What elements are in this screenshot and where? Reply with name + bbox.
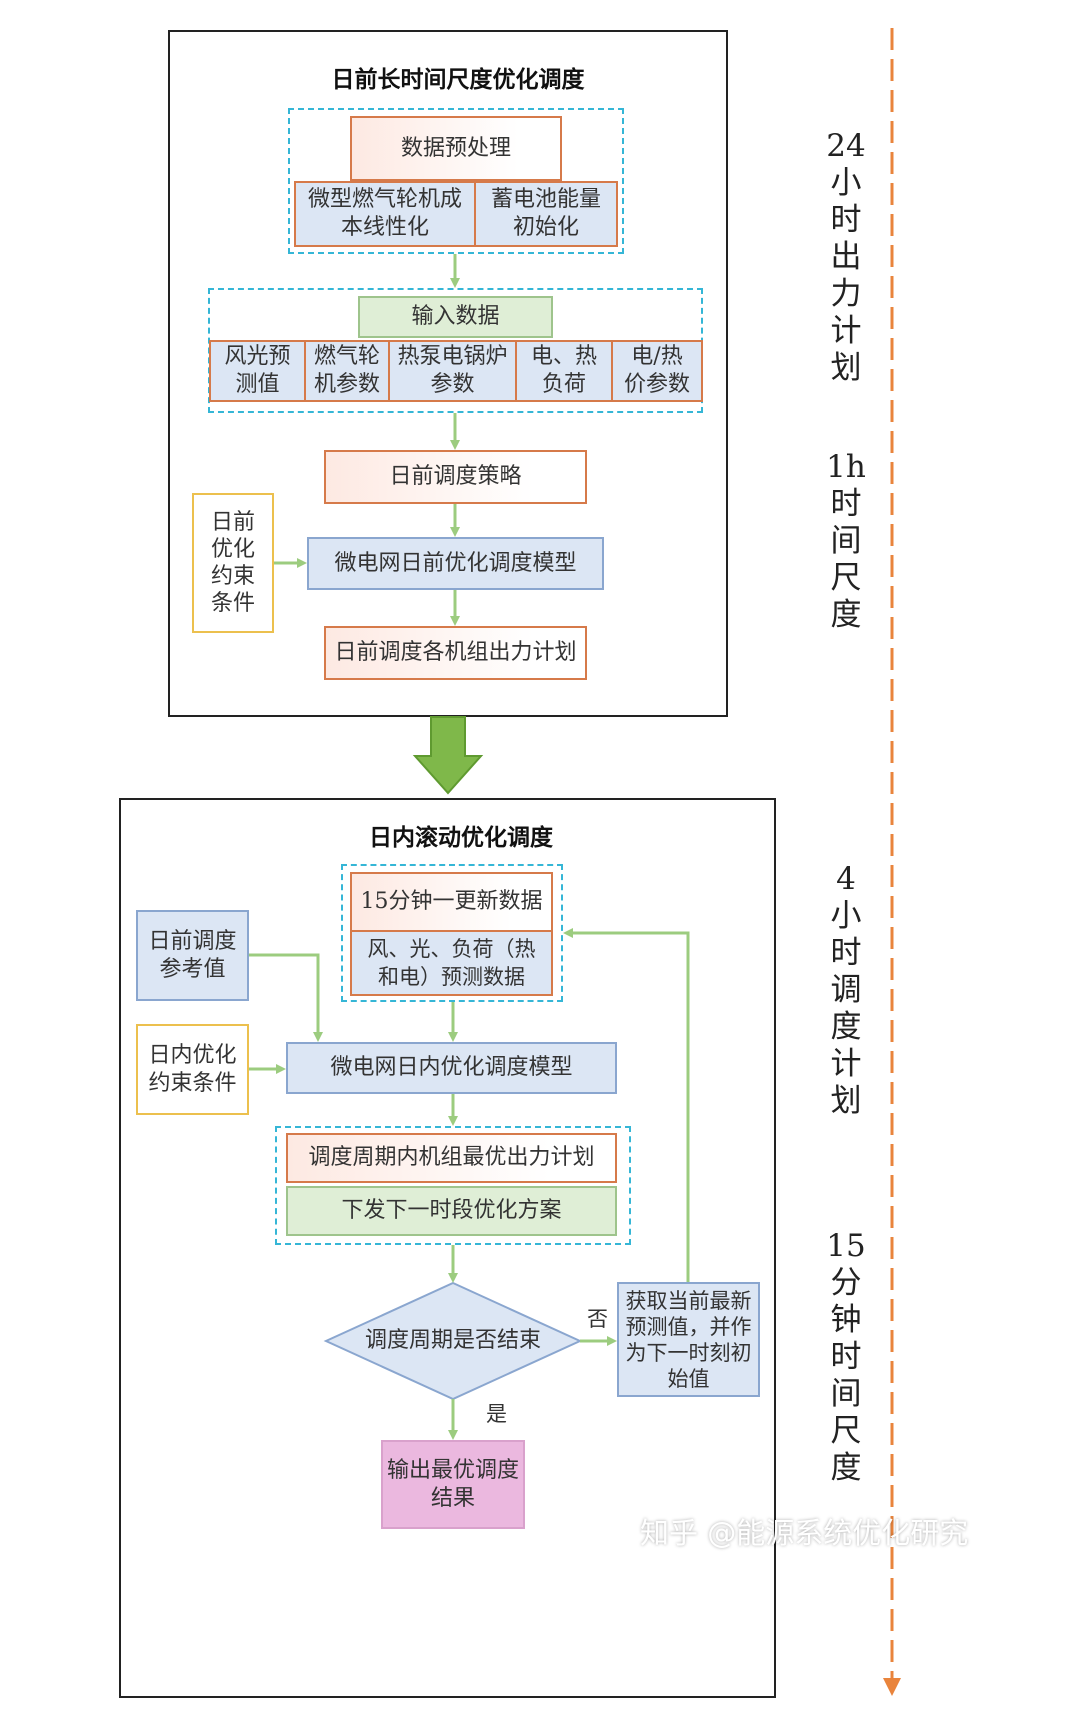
intraday-constraints-box: 日内优化 约束条件 <box>136 1024 249 1115</box>
input-heatpump-boiler-params: 热泵电锅炉 参数 <box>388 340 517 402</box>
no-label: 否 <box>587 1307 608 1331</box>
input-wind-solar-forecast: 风光预 测值 <box>209 340 306 402</box>
forecast-data-box: 风、光、负荷（热 和电）预测数据 <box>350 930 553 996</box>
get-latest-forecast-box: 获取当前最新 预测值，并作 为下一时刻初 始值 <box>617 1282 760 1397</box>
arrow-feedback-loop <box>563 928 690 1282</box>
watermark: 知乎 @能源系统优化研究 <box>640 1516 969 1550</box>
arrow-reference-to-model <box>249 953 323 1042</box>
big-down-arrow <box>412 716 484 795</box>
preprocess-group <box>288 108 624 254</box>
optimal-plan-box: 调度周期内机组最优出力计划 <box>286 1133 617 1183</box>
data-preprocessing-box: 数据预处理 <box>350 116 562 181</box>
day-ahead-strategy-box: 日前调度策略 <box>324 450 587 504</box>
timeline-label-4h-plan: 4 小 时 调 度 计 划 <box>830 861 862 1119</box>
decision-label: 调度周期是否结束 <box>364 1328 541 1353</box>
plan-group <box>275 1126 631 1245</box>
intraday-title: 日内滚动优化调度 <box>369 825 553 851</box>
battery-init-box: 蓄电池能量 初始化 <box>474 181 618 247</box>
input-turbine-params: 燃气轮 机参数 <box>304 340 390 402</box>
day-ahead-title: 日前长时间尺度优化调度 <box>331 67 585 93</box>
input-electric-heat-load: 电、热 负荷 <box>515 340 613 402</box>
turbine-linearization-box: 微型燃气轮机成 本线性化 <box>294 181 476 247</box>
timeline-label-24h-plan: 24 小 时 出 力 计 划 <box>826 128 866 386</box>
input-data-box: 输入数据 <box>358 296 553 338</box>
input-price-params: 电/热 价参数 <box>611 340 703 402</box>
intraday-model-box: 微电网日内优化调度模型 <box>286 1042 617 1094</box>
timeline-label-1h-scale: 1h 时 间 尺 度 <box>826 449 866 633</box>
reference-value-box: 日前调度 参考值 <box>136 910 249 1001</box>
yes-label: 是 <box>486 1402 507 1426</box>
day-ahead-model-box: 微电网日前优化调度模型 <box>307 537 604 590</box>
timeline-label-15min-scale: 15 分 钟 时 间 尺 度 <box>826 1228 866 1486</box>
output-result-box: 输出最优调度 结果 <box>381 1440 525 1529</box>
day-ahead-output-plan-box: 日前调度各机组出力计划 <box>324 626 587 680</box>
issue-plan-box: 下发下一时段优化方案 <box>286 1186 617 1236</box>
update-data-group <box>341 864 563 1002</box>
day-ahead-constraints-box: 日前 优化 约束 条件 <box>192 493 274 633</box>
